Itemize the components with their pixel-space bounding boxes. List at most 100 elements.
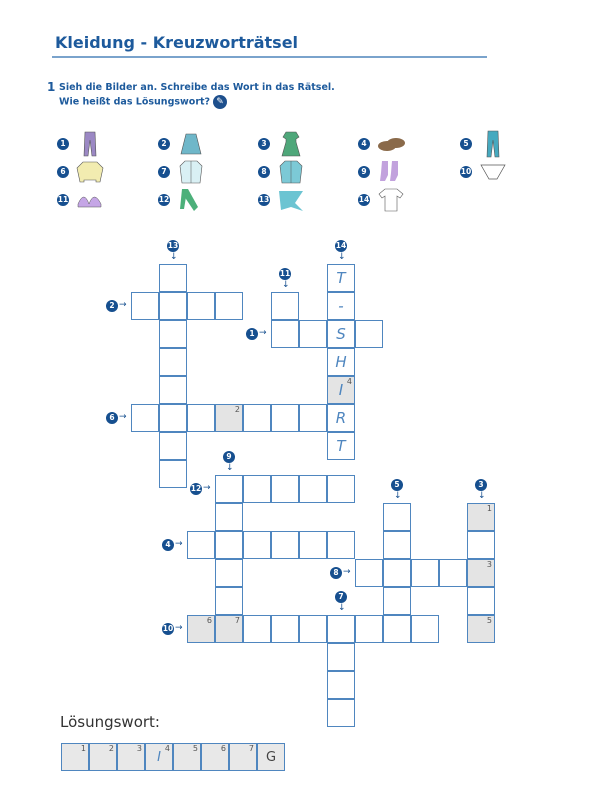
crossword-cell-2[interactable] <box>215 292 243 320</box>
page-title: Kleidung - Kreuzworträtsel <box>55 33 299 52</box>
arrow-right-icon: → <box>175 539 183 549</box>
crossword-cell-1[interactable] <box>355 320 383 348</box>
crossword-cell-9[interactable] <box>215 475 243 503</box>
crossword-cell-10[interactable] <box>299 615 327 643</box>
crossword-cell-10[interactable] <box>383 615 411 643</box>
crossword-cell-3[interactable] <box>467 587 495 615</box>
crossword-cell-10[interactable] <box>243 615 271 643</box>
crossword-cell-14[interactable]: T <box>327 432 355 460</box>
solution-index: 2 <box>234 405 240 414</box>
solution-box-number: 4 <box>164 744 170 753</box>
crossword-cell-6[interactable]: 2 <box>215 404 243 432</box>
solution-box-2[interactable]: 2 <box>89 743 117 771</box>
crossword-cell-12[interactable] <box>271 475 299 503</box>
crossword-cell-8[interactable] <box>439 559 467 587</box>
crossword-cell-10[interactable] <box>411 615 439 643</box>
crossword-cell-3[interactable]: 5 <box>467 615 495 643</box>
crossword-cell-14[interactable]: H <box>327 348 355 376</box>
crossword-cell-3[interactable]: 1 <box>467 503 495 531</box>
crossword-cell-4[interactable] <box>299 531 327 559</box>
solution-index: 6 <box>206 616 212 625</box>
picture-number-badge: 9 <box>358 166 370 178</box>
crossword-cell-5[interactable] <box>383 587 411 615</box>
crossword-cell-7[interactable] <box>327 699 355 727</box>
skirt-picture <box>176 130 206 158</box>
crossword-cell-10[interactable]: 7 <box>215 615 243 643</box>
crossword-cell-10[interactable] <box>355 615 383 643</box>
crossword-cell-4[interactable] <box>271 531 299 559</box>
solution-box-number: 6 <box>220 744 226 753</box>
crossword-cell-4[interactable] <box>215 531 243 559</box>
crossword-cell-8[interactable] <box>355 559 383 587</box>
crossword-cell-12[interactable] <box>243 475 271 503</box>
crossword-cell-5[interactable] <box>383 503 411 531</box>
crossword-cell-12[interactable] <box>299 475 327 503</box>
solution-box-5[interactable]: 5 <box>173 743 201 771</box>
crossword-cell-4[interactable] <box>243 531 271 559</box>
crossword-cell-6[interactable] <box>159 404 187 432</box>
crossword-cell-2[interactable] <box>131 292 159 320</box>
crossword-cell-6[interactable] <box>327 404 355 432</box>
crossword-cell-12[interactable] <box>327 475 355 503</box>
solution-box-number: 2 <box>108 744 114 753</box>
picture-number-badge: 7 <box>158 166 170 178</box>
solution-box-8[interactable]: G <box>257 743 285 771</box>
crossword-cell-5[interactable] <box>383 531 411 559</box>
crossword-cell-1[interactable] <box>271 320 299 348</box>
crossword-cell-6[interactable] <box>271 404 299 432</box>
crossword-cell-9[interactable] <box>215 559 243 587</box>
crossword-cell-3[interactable] <box>467 531 495 559</box>
crossword-cell-13[interactable] <box>159 348 187 376</box>
crossword-cell-14[interactable]: T <box>327 264 355 292</box>
picture-number-badge: 5 <box>460 138 472 150</box>
crossword-cell-9[interactable] <box>215 503 243 531</box>
clue-number-14: 14 <box>335 240 347 252</box>
crossword-cell-8[interactable] <box>411 559 439 587</box>
crossword-cell-6[interactable] <box>299 404 327 432</box>
crossword-cell-10[interactable]: 6 <box>187 615 215 643</box>
crossword-cell-2[interactable] <box>187 292 215 320</box>
crossword-cell-7[interactable] <box>327 671 355 699</box>
crossword-cell-4[interactable] <box>327 531 355 559</box>
arrow-down-icon: ↓ <box>170 252 178 262</box>
crossword-cell-7[interactable] <box>327 615 355 643</box>
crossword-cell-11[interactable] <box>271 292 299 320</box>
crossword-cell-13[interactable] <box>159 320 187 348</box>
crossword-cell-3[interactable]: 3 <box>467 559 495 587</box>
crossword-cell-2[interactable] <box>159 292 187 320</box>
crossword-cell-13[interactable] <box>159 264 187 292</box>
clue-number-9: 9 <box>223 451 235 463</box>
crossword-cell-7[interactable] <box>327 643 355 671</box>
solution-box-3[interactable]: 3 <box>117 743 145 771</box>
crossword-cell-1[interactable] <box>299 320 327 348</box>
crossword-cell-6[interactable] <box>187 404 215 432</box>
solution-box-number: 7 <box>248 744 254 753</box>
crossword-cell-4[interactable] <box>187 531 215 559</box>
clue-number-5: 5 <box>391 479 403 491</box>
clue-number-1: 1 <box>246 328 258 340</box>
crossword-cell-1[interactable] <box>327 320 355 348</box>
crossword-cell-6[interactable] <box>131 404 159 432</box>
arrow-down-icon: ↓ <box>226 463 234 473</box>
cell-letter: T <box>336 437 346 455</box>
solution-box-letter: I <box>157 750 161 765</box>
crossword-cell-13[interactable] <box>159 376 187 404</box>
clue-number-6: 6 <box>106 412 118 424</box>
arrow-down-icon: ↓ <box>478 491 486 501</box>
crossword-cell-13[interactable] <box>159 460 187 488</box>
solution-box-7[interactable]: 7 <box>229 743 257 771</box>
crossword-cell-14[interactable]: - <box>327 292 355 320</box>
crossword-cell-5[interactable] <box>383 559 411 587</box>
arrow-down-icon: ↓ <box>282 280 290 290</box>
crossword-cell-6[interactable] <box>243 404 271 432</box>
crossword-cell-13[interactable] <box>159 432 187 460</box>
solution-box-6[interactable]: 6 <box>201 743 229 771</box>
crossword-cell-9[interactable] <box>215 587 243 615</box>
crossword-cell-10[interactable] <box>271 615 299 643</box>
task-line-2: Wie heißt das Lösungswort? <box>59 96 211 108</box>
trousers-picture <box>75 130 105 158</box>
solution-box-1[interactable]: 1 <box>61 743 89 771</box>
